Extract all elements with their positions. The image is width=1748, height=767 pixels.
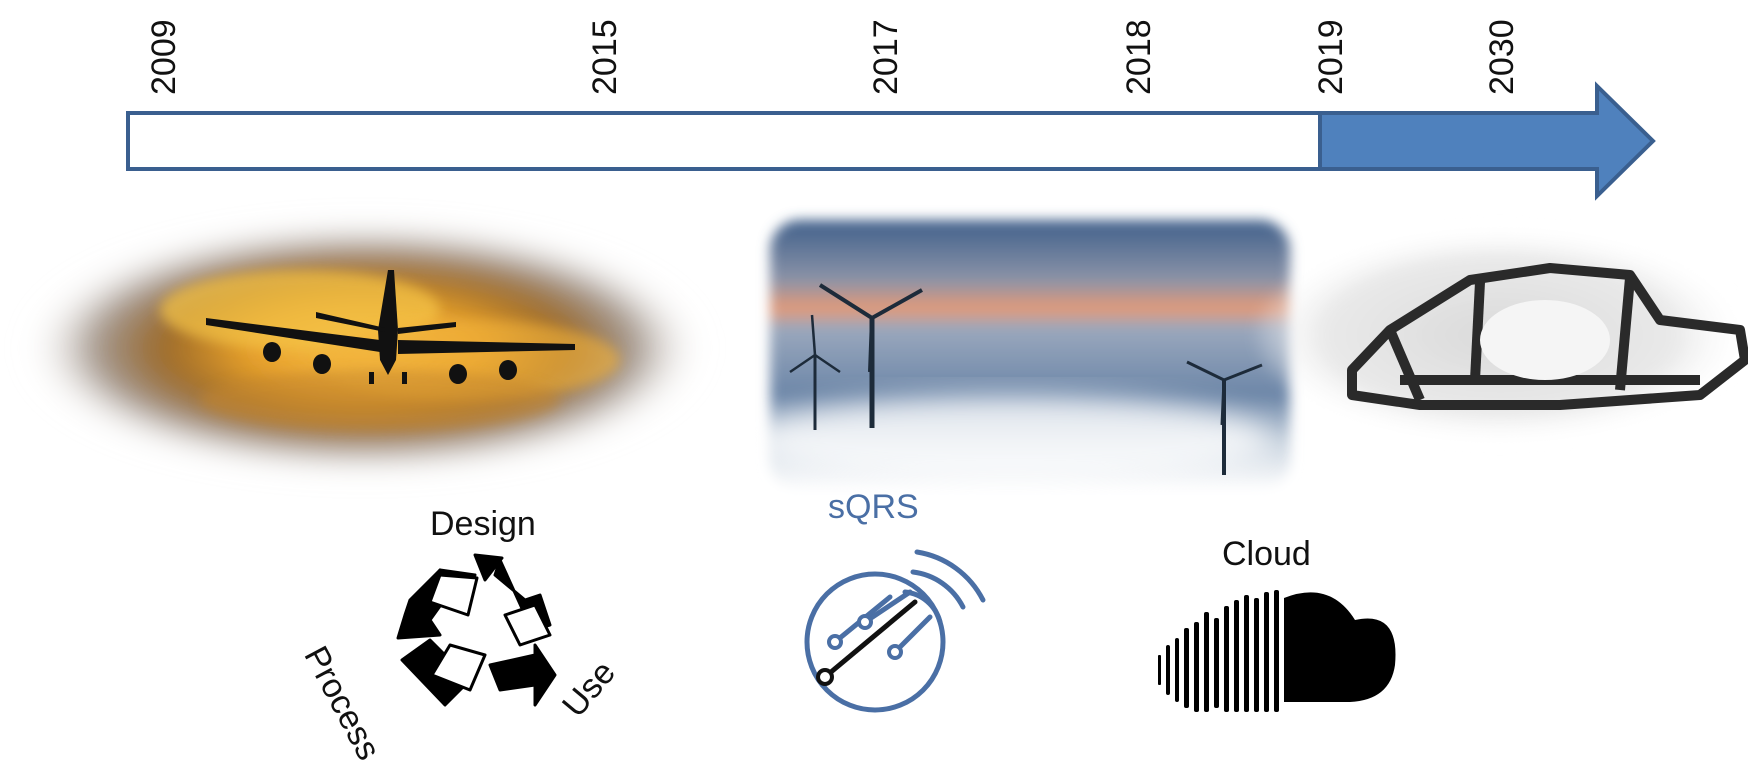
wind-turbine-icon	[789, 283, 1263, 475]
sqrs-icon	[804, 549, 986, 713]
timeline-filled-segment	[1318, 81, 1656, 201]
design-label: Design	[430, 505, 536, 543]
car-chassis-icon	[1347, 263, 1748, 410]
sqrs-label: sQRS	[828, 488, 919, 526]
car-frame-image	[1250, 225, 1748, 445]
recycle-icon	[396, 553, 557, 707]
diagram-canvas	[25, 81, 1748, 713]
timeline-arrow	[126, 81, 1656, 201]
wind-turbines-image	[750, 220, 1290, 490]
airplane-icon	[206, 270, 575, 384]
cloud-label: Cloud	[1222, 535, 1311, 573]
cloud-icon	[1158, 590, 1396, 712]
airplane-sunset-image	[25, 223, 705, 473]
